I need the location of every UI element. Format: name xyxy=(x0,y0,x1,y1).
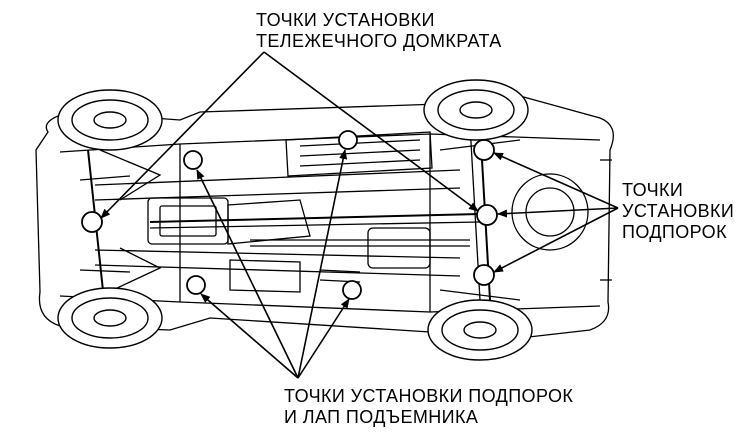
lift-point-rear-bottom xyxy=(342,280,362,300)
vehicle-underbody xyxy=(35,91,614,341)
support-point-markers xyxy=(81,130,498,300)
leader-lift-1 xyxy=(196,169,299,379)
leader-jack-rear xyxy=(263,51,479,212)
lift-point-rear-top xyxy=(338,130,358,150)
wheel-rear-top xyxy=(423,79,529,141)
lift-points-label-line1: ТОЧКИ УСТАНОВКИ ПОДПОРОК xyxy=(284,386,574,406)
leader-stand-top xyxy=(493,152,619,209)
jack-point-rear xyxy=(476,204,498,226)
leader-lift-4 xyxy=(297,298,350,379)
leader-jack-front xyxy=(100,51,265,219)
stand-points-label-line2: УСТАНОВКИ xyxy=(622,201,735,221)
jack-points-label-line2: ТЕЛЕЖЕЧНОГО ДОМКРАТА xyxy=(256,31,502,51)
stand-points-label: ТОЧКИ УСТАНОВКИ ПОДПОРОК xyxy=(622,180,734,243)
wheel-front-bottom xyxy=(57,287,163,349)
leader-stand-middle xyxy=(497,207,619,218)
wheels xyxy=(57,79,533,361)
stand-points-label-line1: ТОЧКИ xyxy=(622,180,684,200)
jack-point-front xyxy=(81,211,103,233)
jack-points-label: ТОЧКИ УСТАНОВКИ ТЕЛЕЖЕЧНОГО ДОМКРАТА xyxy=(256,10,502,52)
leader-lines xyxy=(100,51,619,379)
leader-stand-bottom xyxy=(493,207,619,273)
lift-points-label-line2: И ЛАП ПОДЪЕМНИКА xyxy=(284,407,479,427)
jack-points-label-line1: ТОЧКИ УСТАНОВКИ xyxy=(256,10,435,30)
stand-point-rear-bottom xyxy=(473,264,495,286)
lift-point-front-top xyxy=(183,150,203,170)
lift-points-label: ТОЧКИ УСТАНОВКИ ПОДПОРОК И ЛАП ПОДЪЕМНИК… xyxy=(284,386,573,428)
stand-points-label-line3: ПОДПОРОК xyxy=(622,222,727,242)
wheel-rear-bottom xyxy=(427,299,533,361)
lift-point-front-bottom xyxy=(186,275,206,295)
leader-lift-2 xyxy=(200,293,299,379)
leader-lift-3 xyxy=(297,149,348,379)
wheel-front-top xyxy=(57,89,163,151)
stand-point-rear-top xyxy=(473,139,495,161)
